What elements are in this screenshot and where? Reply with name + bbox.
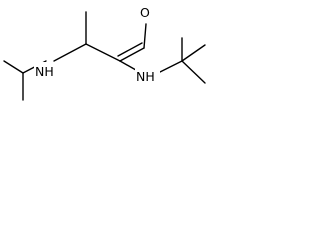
bond-tbutyl-methyl-right — [181, 44, 206, 62]
carbonyl-oxygen-label: O — [140, 5, 150, 20]
amine-nh-label: NH — [35, 64, 54, 79]
bond-isopropyl-methyl-upper — [3, 60, 24, 74]
amide-nh-label: NH — [136, 69, 155, 84]
amide-nh-label-bg — [135, 67, 160, 85]
oxygen-label-bg — [139, 3, 155, 21]
bond-tbutyl-methyl-down — [181, 60, 206, 84]
bond-n-alpha-carbon — [53, 43, 87, 62]
molecule-diagram: O NH NH — [0, 0, 226, 120]
amine-nh-label-bg — [34, 62, 59, 80]
bond-carbonyl-double-2 — [117, 42, 143, 57]
bond-alpha-carbonyl — [85, 43, 121, 62]
bond-amide-n-tbutyl — [155, 60, 183, 75]
bond-carbonyl-o-stub — [143, 23, 147, 49]
structure-canvas: O NH NH — [3, 3, 206, 101]
bond-carbonyl-double-1 — [119, 47, 145, 62]
